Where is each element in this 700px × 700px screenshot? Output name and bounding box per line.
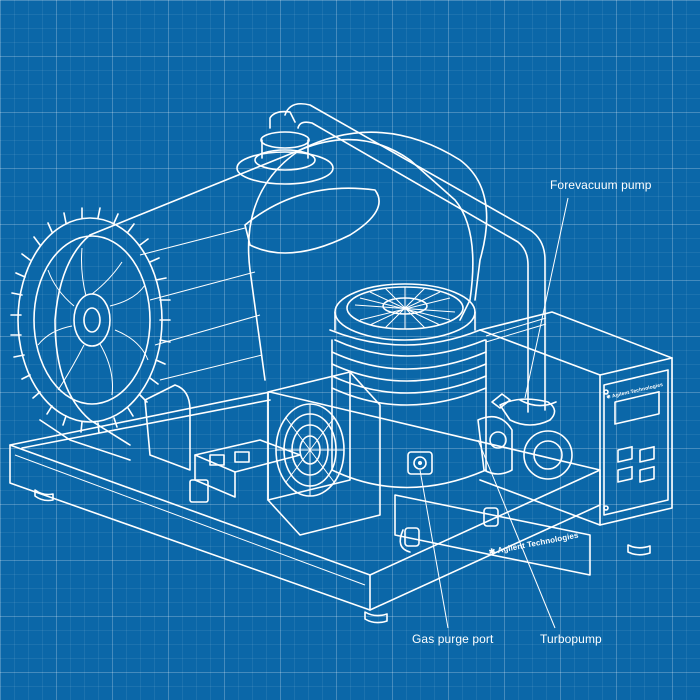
leader-forevacuum (524, 197, 569, 399)
turbopump-cooling-fan (267, 371, 381, 536)
label-turbopump: Turbopump (540, 632, 602, 646)
backing-line-clamps (404, 393, 573, 547)
leader-gas-purge (419, 469, 449, 629)
turbopump-body (329, 283, 487, 489)
leader-turbopump (477, 439, 556, 629)
label-forevacuum-pump: Forevacuum pump (550, 178, 652, 192)
controller-unit (479, 311, 673, 526)
forevacuum-pump-body (39, 110, 488, 471)
forevacuum-line (284, 102, 557, 426)
label-gas-purge-port: Gas purge port (412, 632, 494, 646)
power-inlet-module (189, 439, 301, 503)
scroll-pump-cooling-fan (10, 207, 171, 434)
callout-leaders (419, 197, 569, 629)
